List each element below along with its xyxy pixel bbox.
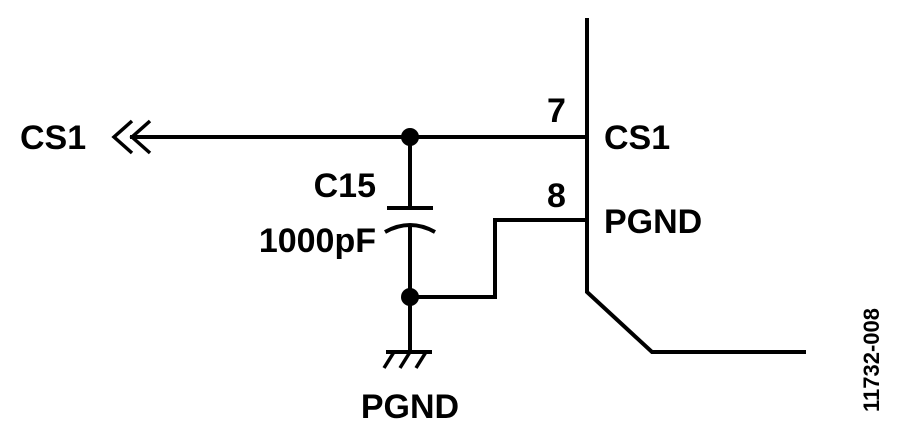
component-ref-label: C15: [314, 167, 376, 205]
ground-net-label: PGND: [361, 388, 459, 426]
figure-id-label: 11732-008: [859, 308, 884, 412]
pin-number-7: 7: [547, 92, 566, 130]
pgnd-return-wire: [410, 218, 587, 299]
off-page-connector-icon: [111, 119, 152, 155]
ground-symbol-icon: [382, 350, 432, 369]
pin-name-cs1: CS1: [604, 119, 670, 157]
pin-name-pgnd: PGND: [604, 203, 702, 241]
pin-number-8: 8: [547, 177, 566, 215]
net-label-cs1: CS1: [20, 119, 86, 157]
component-value-label: 1000pF: [259, 222, 376, 260]
ic-outline: [585, 18, 806, 354]
